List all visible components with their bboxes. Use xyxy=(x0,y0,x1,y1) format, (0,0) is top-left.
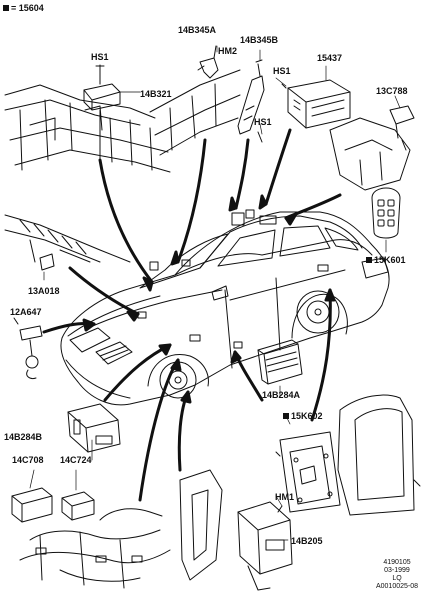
label-15k602: 15K602 xyxy=(283,411,323,421)
label-15k601-text: 15K601 xyxy=(374,255,406,265)
label-hs1-top-right: HS1 xyxy=(273,66,291,76)
label-14b284a: 14B284A xyxy=(262,390,301,400)
leader-arrows xyxy=(42,64,342,502)
label-hs1-top-left: HS1 xyxy=(91,52,109,62)
bracket-14b345b-illustration xyxy=(237,59,265,143)
label-14b345a: 14B345A xyxy=(178,25,217,35)
label-12a647: 12A647 xyxy=(10,307,42,317)
vehicle-illustration xyxy=(60,209,390,406)
label-15k601: 15K601 xyxy=(366,255,406,265)
label-14c708: 14C708 xyxy=(12,455,44,465)
figure-code: LQ xyxy=(392,575,402,582)
label-13c788: 13C788 xyxy=(376,86,408,96)
label-15k602-text: 15K602 xyxy=(291,411,323,421)
figure-ref: A0010025-08 xyxy=(375,583,419,590)
label-hs1-bracket: HS1 xyxy=(254,117,272,127)
label-15k602-marker xyxy=(283,413,289,419)
label-14b205: 14B205 xyxy=(291,536,323,546)
module-14b205-illustration xyxy=(179,469,293,591)
module-15437-illustration xyxy=(281,79,351,129)
label-15437: 15437 xyxy=(317,53,343,63)
label-14c724: 14C724 xyxy=(60,455,92,465)
label-14b321: 14B321 xyxy=(140,89,172,99)
label-hm1: HM1 xyxy=(275,492,295,502)
label-14b284b: 14B284B xyxy=(4,432,43,442)
rear-body-structure-illustration xyxy=(4,65,171,173)
wiring-harness-illustration xyxy=(11,487,171,589)
legend-15604: = 15604 xyxy=(3,3,44,13)
label-leaders xyxy=(29,45,401,541)
module-14b284b-illustration xyxy=(67,403,121,453)
label-15k601-marker xyxy=(366,257,372,263)
key-fob-illustration xyxy=(371,187,401,239)
legend-marker xyxy=(3,5,9,11)
connector-12a647-illustration xyxy=(13,317,43,379)
figure-number: 4190105 xyxy=(383,559,411,566)
cowl-area-illustration xyxy=(4,214,131,271)
figure-info: 4190105 03-1999 LQ A0010025-08 xyxy=(370,559,424,591)
label-13a018: 13A018 xyxy=(28,286,60,296)
door-assembly-illustration xyxy=(275,394,421,516)
figure-date: 03-1999 xyxy=(384,567,410,574)
module-14b284a-illustration xyxy=(257,339,303,385)
label-14b345b: 14B345B xyxy=(240,35,279,45)
legend-text: = 15604 xyxy=(11,3,44,13)
pillar-structure-illustration xyxy=(149,45,241,156)
label-hm2: HM2 xyxy=(218,46,238,56)
sensor-13c788-illustration xyxy=(329,105,415,191)
